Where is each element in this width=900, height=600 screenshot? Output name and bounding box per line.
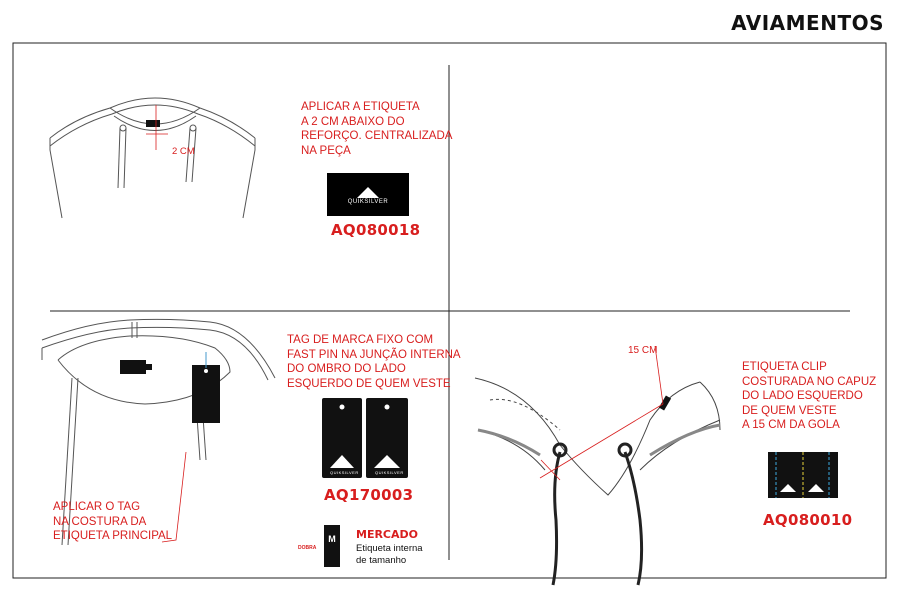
hood-trim-right — [649, 423, 721, 457]
q3-apply-note: APLICAR O TAG NA COSTURA DA ETIQUETA PRI… — [53, 501, 173, 542]
size-tag-size: M — [328, 534, 336, 544]
page-title: AVIAMENTOS — [731, 11, 884, 35]
dimension-leader — [654, 345, 664, 405]
pointer-line-q3 — [161, 451, 187, 543]
size-tag-title: MERCADO — [356, 528, 418, 541]
q4-instruction: ETIQUETA CLIP COSTURADA NO CAPUZ DO LADO… — [742, 361, 877, 431]
hood-trim-left — [477, 428, 541, 457]
q3-neck-label — [120, 360, 146, 374]
outer-frame — [12, 42, 887, 579]
hoodie-neck-drawing-2 — [41, 318, 276, 546]
main-label-swatch: QUIKSILVER — [327, 173, 409, 216]
eyelet-left — [552, 442, 568, 458]
tag-back-brand: QUIKSILVER — [375, 470, 404, 475]
dimension-line-15cm — [539, 403, 664, 479]
q3-product-code: AQ170003 — [324, 486, 414, 504]
q1-dimension-label: 2 CM — [172, 146, 195, 157]
size-tag-description: Etiqueta interna de tamanho — [356, 543, 423, 566]
hang-tag-back — [366, 398, 408, 478]
q1-instruction: APLICAR A ETIQUETA A 2 CM ABAIXO DO REFO… — [301, 101, 453, 157]
q1-product-code: AQ080018 — [331, 221, 421, 239]
q4-product-code: AQ080010 — [763, 511, 853, 529]
tag-front-brand: QUIKSILVER — [330, 470, 359, 475]
neck-label-marker — [146, 120, 160, 127]
label-brand-text: QUIKSILVER — [347, 198, 389, 205]
brand-logo-icon — [357, 186, 379, 198]
hang-tag-on-hoodie — [192, 365, 220, 423]
hoodie-neck-drawing-1 — [49, 97, 256, 219]
q4-dimension-label: 15 CM — [628, 345, 658, 356]
fold-label: DOBRA — [298, 545, 317, 551]
eyelet-right — [617, 442, 633, 458]
q3-instruction: TAG DE MARCA FIXO COM FAST PIN NA JUNÇÃO… — [287, 334, 461, 390]
q3-neck-label-tab — [146, 364, 152, 370]
size-tag-swatch: M — [324, 525, 340, 567]
hang-tag-front — [322, 398, 362, 478]
drawstrings — [551, 451, 644, 586]
clip-label-on-hood — [658, 395, 672, 411]
